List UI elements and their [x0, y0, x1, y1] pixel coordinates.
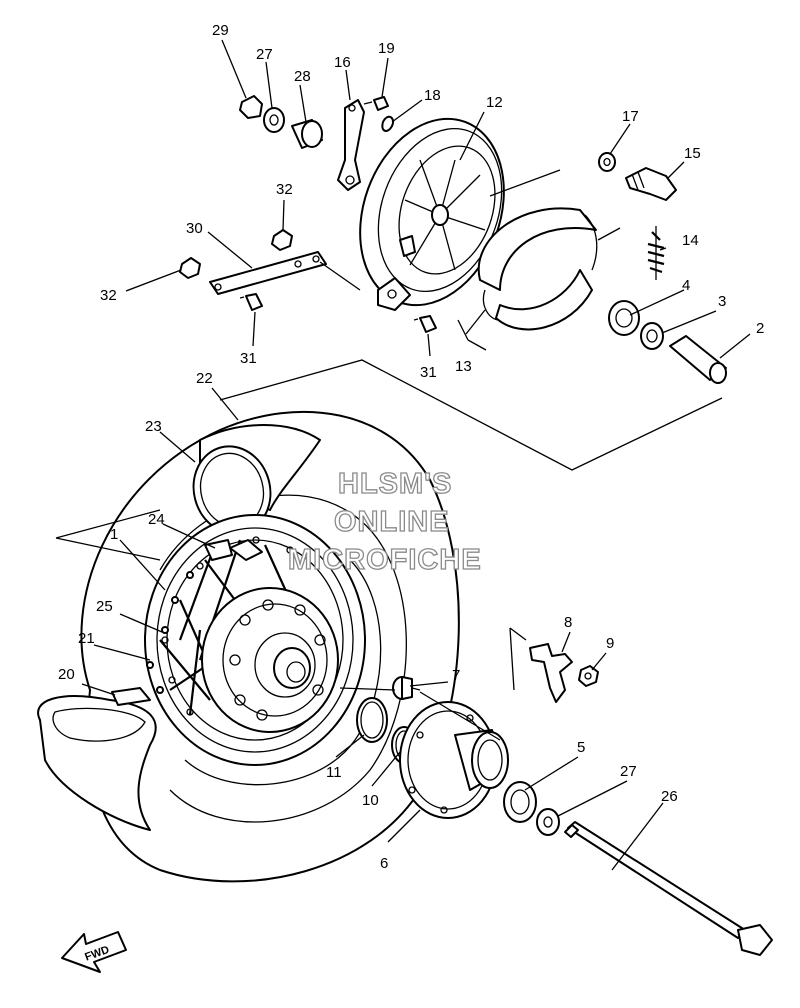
callout-14: 14 [682, 232, 699, 249]
watermark-line-3: MICROFICHE [288, 544, 482, 576]
nut-32-right [271, 229, 293, 251]
wheel-hub [201, 587, 339, 733]
collar-2 [669, 335, 727, 384]
valve-stem [111, 687, 151, 706]
brake-camshaft-15 [625, 167, 677, 201]
callout-2: 2 [756, 320, 764, 337]
rim-lock [204, 539, 263, 561]
callout-17: 17 [622, 108, 639, 125]
callout-6: 6 [380, 855, 388, 872]
callout-3: 3 [718, 293, 726, 310]
callout-21: 21 [78, 630, 95, 647]
callout-5: 5 [577, 739, 585, 756]
nut-29 [239, 95, 263, 119]
callout-32-left: 32 [100, 287, 117, 304]
callout-10: 10 [362, 792, 379, 809]
watermark-line-1: HLSM'S [338, 468, 452, 500]
callout-8: 8 [564, 614, 572, 631]
oil-seal-3 [640, 322, 664, 350]
watermark: HLSM'S ONLINE MICROFICHE [287, 467, 482, 576]
callout-12: 12 [486, 94, 503, 111]
callout-4: 4 [682, 277, 690, 294]
callout-31-right: 31 [420, 364, 437, 381]
bolt-19 [363, 96, 389, 111]
lock-washer-8 [529, 643, 573, 703]
axle-26 [564, 821, 773, 956]
callout-19: 19 [378, 40, 395, 57]
callout-18: 18 [424, 87, 441, 104]
callout-27-top: 27 [256, 46, 273, 63]
nut-9 [578, 665, 599, 687]
callout-22: 22 [196, 370, 213, 387]
spokes [146, 539, 292, 716]
callout-29: 29 [212, 22, 229, 39]
callout-16: 16 [334, 54, 351, 71]
washer-17 [598, 152, 616, 172]
callout-32-top: 32 [276, 181, 293, 198]
callout-23: 23 [145, 418, 162, 435]
spring-14 [647, 226, 665, 280]
clutch-hub-6 [399, 701, 509, 819]
washer-27-lower [536, 808, 560, 836]
washer-27-top [263, 107, 285, 133]
callout-27-lower: 27 [620, 763, 637, 780]
callout-31-left: 31 [240, 350, 257, 367]
collar-28 [291, 119, 323, 149]
callout-9: 9 [606, 635, 614, 652]
damper-7 [392, 676, 421, 700]
rim-tape [192, 445, 272, 535]
bearing-4 [608, 300, 640, 336]
fwd-arrow-icon: FWD [61, 931, 127, 973]
tension-bar-30 [209, 251, 327, 295]
camshaft-lever [337, 99, 365, 191]
brake-shoe-plate [359, 117, 505, 311]
assembly-lines [55, 169, 723, 741]
callout-7: 7 [452, 667, 460, 684]
callout-25: 25 [96, 598, 113, 615]
callout-11: 11 [326, 764, 342, 781]
indicator-plate-18 [381, 115, 394, 132]
watermark-line-2: ONLINE [334, 506, 450, 538]
callout-15: 15 [684, 145, 701, 162]
callout-24: 24 [148, 511, 165, 528]
o-ring-11 [356, 697, 388, 743]
callout-13: 13 [455, 358, 472, 375]
leader-lines [81, 39, 751, 871]
callout-labels: 1 2 3 4 5 6 7 8 9 10 11 12 13 14 15 16 1… [58, 22, 764, 872]
bolt-31-left [239, 293, 263, 311]
bearing-5 [503, 781, 537, 823]
callout-20: 20 [58, 666, 75, 683]
nut-32-left [179, 257, 201, 279]
callout-26: 26 [661, 788, 678, 805]
brake-shoe-set [477, 207, 598, 331]
callout-30: 30 [186, 220, 203, 237]
bolt-31-right [413, 315, 437, 333]
callout-1: 1 [110, 526, 118, 543]
callout-28: 28 [294, 68, 311, 85]
